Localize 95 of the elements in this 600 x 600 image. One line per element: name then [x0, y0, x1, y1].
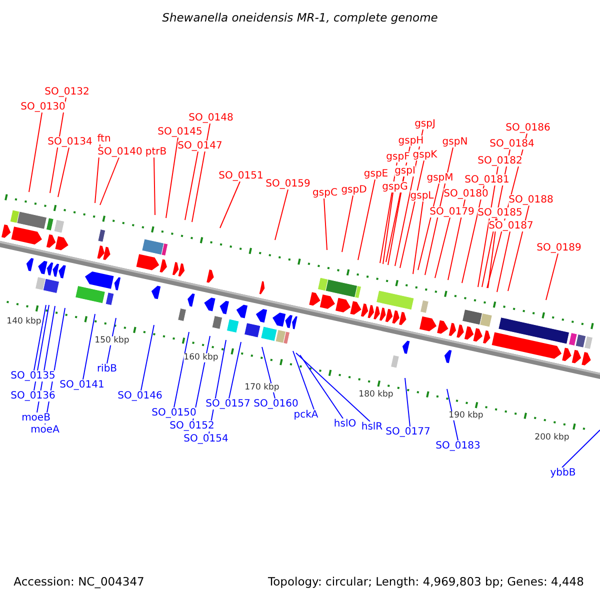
gene-label: SO_0152	[170, 420, 214, 432]
accession-text: Accession: NC_004347	[14, 576, 144, 588]
leader-line	[140, 324, 154, 391]
leader-line	[418, 183, 440, 270]
gene-label: SO_0136	[10, 390, 56, 402]
gene-label: moeB	[22, 412, 50, 424]
leader-line	[508, 205, 530, 292]
gene-label: SO_0146	[118, 390, 162, 402]
leader-line	[382, 192, 394, 264]
gene-label: ribB	[96, 364, 118, 374]
gene-label: SO_0148	[188, 112, 234, 124]
gene-label: SO_0132	[44, 86, 90, 98]
gene-label: gspG	[382, 182, 408, 192]
gene-label: SO_0181	[464, 174, 510, 186]
scale-label: 150 kbp	[94, 336, 130, 346]
gene-label: gspL	[410, 190, 434, 202]
gene-label: ybbB	[550, 468, 576, 478]
leader-line	[404, 378, 410, 427]
leader-line	[462, 185, 484, 284]
leader-line	[300, 354, 344, 419]
gene-label: SO_0189	[536, 242, 582, 254]
leader-line	[342, 195, 354, 252]
gene-label: pckA	[294, 410, 318, 420]
leader-line	[100, 157, 120, 206]
gene-label: gspC	[312, 188, 338, 198]
gene-label: SO_0151	[218, 170, 264, 182]
gene-label: SO_0130	[20, 102, 66, 112]
leader-line	[34, 304, 50, 391]
scale-label: 160 kbp	[184, 353, 218, 363]
leader-line	[82, 314, 96, 380]
leader-line	[184, 151, 198, 220]
leader-line	[34, 304, 46, 371]
leader-line	[324, 198, 328, 250]
gene-label: ptrB	[145, 146, 167, 158]
gene-label: moeA	[30, 424, 60, 436]
leader-line	[174, 332, 190, 408]
gene-label: SO_0159	[266, 178, 310, 190]
gene-label: ftn	[97, 134, 111, 144]
leader-line	[154, 157, 156, 216]
leader-line	[58, 147, 70, 198]
gene-label: SO_0177	[386, 426, 430, 438]
gene-label: SO_0135	[10, 370, 56, 382]
gene-label: gspF	[386, 152, 410, 162]
gene-label: gspI	[394, 166, 416, 176]
leader-line	[220, 181, 240, 228]
leader-line	[292, 350, 314, 410]
gene-label: SO_0147	[178, 140, 222, 152]
gene-label: SO_0185	[478, 208, 522, 218]
gene-label: SO_0150	[152, 408, 196, 418]
leader-line	[274, 189, 288, 240]
gene-label: gspK	[412, 150, 438, 160]
gene-label: SO_0134	[48, 136, 92, 148]
leader-line	[412, 201, 424, 274]
leader-line	[28, 112, 42, 192]
gene-label: SO_0186	[506, 122, 550, 134]
leader-line	[546, 253, 558, 300]
gene-label: SO_0141	[60, 380, 104, 390]
gene-label: gspD	[341, 184, 367, 196]
gene-label: gspH	[398, 136, 424, 146]
gene-label: SO_0188	[508, 194, 554, 206]
gene-label: SO_0187	[488, 220, 534, 232]
leader-line	[388, 176, 404, 266]
gene-label: gspE	[364, 168, 388, 180]
scale-label: 180 kbp	[358, 390, 394, 400]
gene-label: SO_0182	[478, 156, 522, 166]
scale-label: 200 kbp	[534, 433, 570, 443]
gene-label: gspJ	[414, 118, 436, 130]
gene-label: SO_0179	[430, 206, 474, 218]
gene-label: SO_0160	[254, 398, 298, 410]
leader-line	[400, 160, 424, 268]
diagram-title: Shewanella oneidensis MR-1, complete genome	[162, 12, 438, 24]
gene-label: SO_0154	[184, 434, 228, 444]
gene-label: gspM	[426, 172, 454, 184]
gene-label: hslR	[361, 422, 383, 432]
leader-line	[562, 430, 600, 468]
leader-line	[296, 352, 370, 422]
leader-line	[488, 218, 498, 288]
leader-line	[166, 137, 178, 218]
leader-line	[434, 217, 450, 278]
scale-label: 170 kbp	[244, 383, 280, 393]
leader-line	[358, 179, 376, 260]
gene-label: SO_0140	[98, 146, 142, 158]
gene-label: SO_0184	[490, 138, 534, 150]
gene-label: SO_0183	[436, 440, 480, 452]
scale-label: 140 kbp	[6, 317, 42, 327]
leader-line	[228, 342, 242, 399]
genome-summary-text: Topology: circular; Length: 4,969,803 bp; Genes: 4,448	[268, 576, 584, 588]
gene-label: SO_0145	[158, 126, 202, 138]
leader-line	[496, 231, 510, 292]
gene-label: gspN	[442, 136, 468, 148]
gene-label: SO_0157	[206, 398, 250, 410]
leader-line	[192, 123, 210, 222]
scale-label: 190 kbp	[448, 411, 484, 421]
gene-label: SO_0180	[444, 188, 488, 200]
gene-label: hslO	[334, 418, 356, 430]
